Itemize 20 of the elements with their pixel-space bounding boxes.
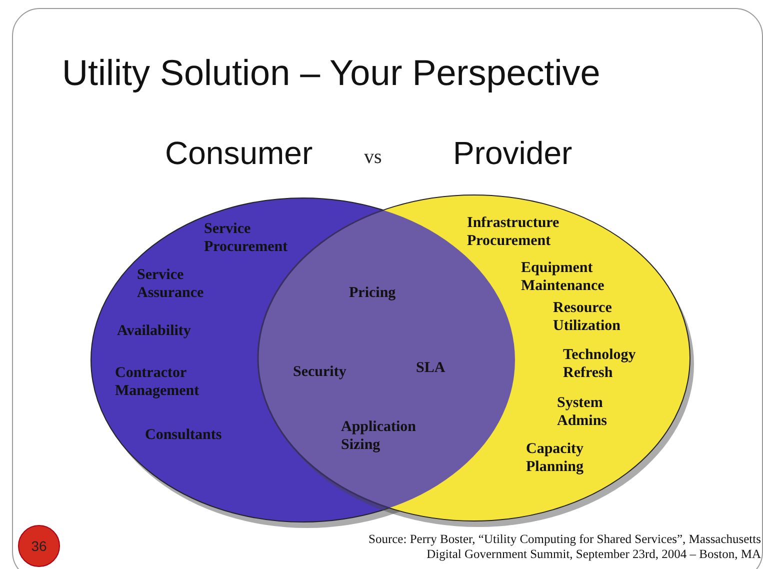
category-label: Service Procurement: [204, 220, 289, 256]
category-label: Contractor Management: [115, 364, 200, 400]
category-label: Consultants: [145, 426, 222, 444]
category-label: Technology Refresh: [563, 346, 637, 382]
versus-label: vs: [364, 146, 382, 169]
category-label: Capacity Planning: [526, 440, 585, 476]
category-label: Service Assurance: [137, 266, 205, 302]
category-label: SLA: [416, 359, 446, 377]
category-label: Security: [293, 363, 346, 381]
category-label: Equipment Maintenance: [521, 259, 606, 295]
source-caption: Source: Perry Boster, “Utility Computing for Shared Services”, Massachusetts Digital Government Summit, September 23rd, 2004 – Boston, MA: [368, 532, 761, 562]
circle-heading: Consumer: [165, 133, 313, 173]
category-label: System Admins: [557, 394, 608, 430]
category-label: Application Sizing: [341, 418, 418, 454]
category-label: Availability: [117, 322, 191, 340]
category-label: Infrastructure Procurement: [467, 214, 560, 250]
circle-heading: Provider: [453, 133, 572, 173]
slide-title: Utility Solution – Your Perspective: [62, 52, 600, 94]
category-label: Resource Utilization: [553, 299, 622, 335]
category-label: Pricing: [349, 284, 396, 302]
